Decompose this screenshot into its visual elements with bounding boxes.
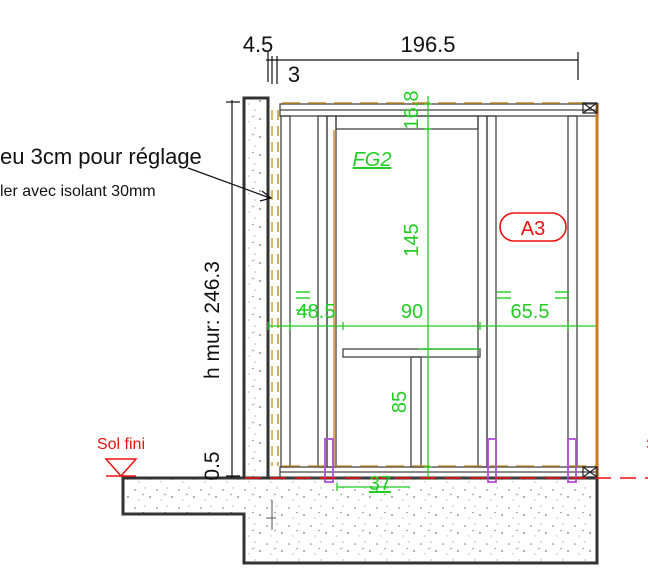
floor-level-right-label: S bbox=[646, 436, 648, 453]
marker-ellipse bbox=[499, 212, 567, 242]
stud-1 bbox=[280, 115, 291, 468]
dimension-double-bars bbox=[296, 291, 569, 311]
dim-center-width: 90 bbox=[401, 301, 423, 323]
note-line-2: ler avec isolant 30mm bbox=[0, 183, 156, 200]
anchor-tick bbox=[266, 500, 276, 530]
dim-overall-width: 196.5 bbox=[400, 32, 455, 57]
wall-height-label: h mur: 246.3 bbox=[201, 261, 224, 379]
anchor-bolt-1 bbox=[324, 438, 334, 483]
dim-gap-small: 3 bbox=[288, 62, 300, 87]
timber-frame bbox=[279, 103, 599, 479]
dim-lower-height: 85 bbox=[389, 391, 411, 413]
dim-top-height: 16.8 bbox=[401, 91, 423, 130]
floor-level-marker bbox=[104, 458, 138, 478]
dim-left-width: 48.5 bbox=[297, 301, 336, 323]
stud-2 bbox=[317, 115, 328, 468]
window-sill bbox=[342, 348, 481, 358]
concrete-structure bbox=[121, 96, 599, 565]
stud-4 bbox=[477, 115, 488, 468]
black-dimension-lines bbox=[187, 52, 579, 478]
anchor-bolt-3 bbox=[567, 438, 577, 483]
dim-bottom-width: 37 bbox=[369, 473, 391, 495]
dim-door-height: 145 bbox=[401, 223, 423, 256]
cripple-stud bbox=[410, 356, 422, 468]
stud-5 bbox=[486, 115, 497, 468]
green-dimension-lines bbox=[267, 96, 596, 491]
floor-level-left-label: Sol fini bbox=[97, 436, 145, 453]
stud-3 bbox=[326, 115, 337, 468]
dim-right-width: 65.5 bbox=[511, 301, 550, 323]
floor-slab bbox=[121, 476, 599, 565]
corner-crosses bbox=[582, 102, 598, 478]
dim-gap-left: 4.5 bbox=[243, 32, 274, 57]
floor-offset-label: 0.5 bbox=[201, 451, 224, 480]
note-line-1: eu 3cm pour réglage bbox=[0, 144, 202, 169]
anchor-bolt-2 bbox=[487, 438, 497, 483]
marker-label: A3 bbox=[521, 218, 545, 240]
stud-6 bbox=[567, 115, 578, 468]
door-lintel bbox=[335, 115, 479, 130]
frame-id-label: FG2 bbox=[353, 149, 392, 171]
anchor-bolts bbox=[324, 438, 577, 483]
concrete-wall bbox=[242, 96, 270, 480]
